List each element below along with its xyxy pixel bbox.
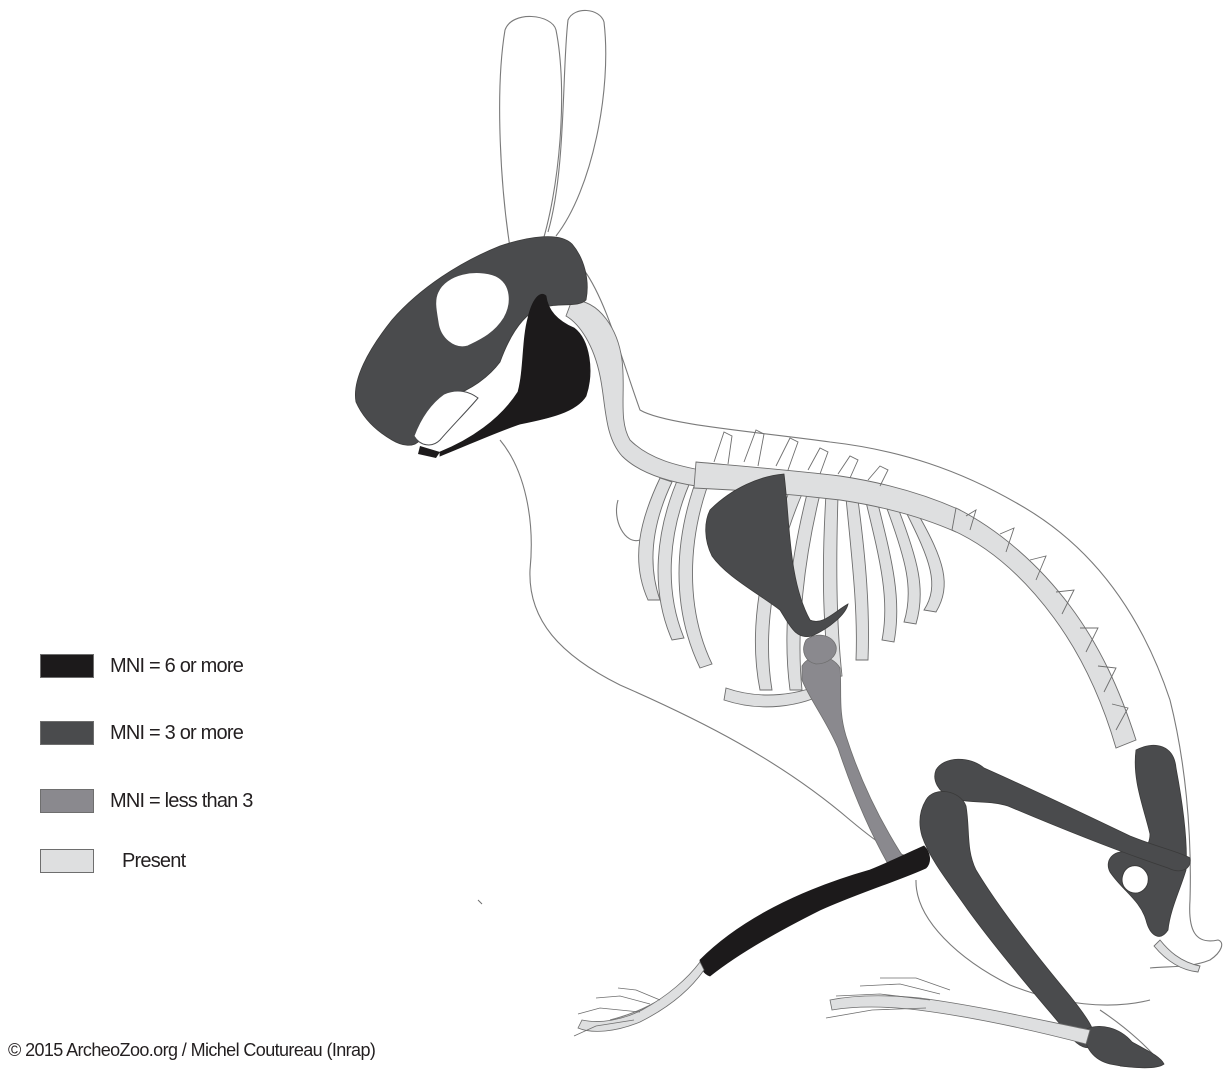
metacarpal [700, 846, 930, 976]
obturator-foramen [1122, 866, 1148, 893]
radius-ulna [802, 656, 909, 873]
chest-curve [617, 500, 640, 541]
legend-swatch-mni-3-or-more [40, 721, 94, 745]
forefoot [574, 962, 704, 1036]
calcaneus [1084, 1026, 1164, 1067]
legend-item-mni-3-or-more: MNI = 3 or more [40, 720, 243, 746]
legend-swatch-mni-less-than-3 [40, 789, 94, 813]
incisor [418, 446, 440, 458]
legend-swatch-present [40, 849, 94, 873]
legend-item-mni-6-or-more: MNI = 6 or more [40, 653, 243, 679]
copyright-credit: © 2015 ArcheoZoo.org / Michel Coutureau … [8, 1040, 375, 1061]
legend-label-mni-3-or-more: MNI = 3 or more [110, 722, 243, 745]
ear-back [500, 16, 562, 260]
legend-item-mni-less-than-3: MNI = less than 3 [40, 788, 253, 814]
legend-swatch-mni-6-or-more [40, 654, 94, 678]
rib [846, 498, 869, 660]
legend-label-present: Present [122, 850, 185, 873]
forefoot-bones [578, 962, 704, 1031]
legend-item-present: Present [40, 848, 185, 874]
stray-mark [478, 900, 482, 904]
legend-label-mni-less-than-3: MNI = less than 3 [110, 790, 253, 813]
lumbar-vertebrae [952, 508, 1136, 748]
ear-front [548, 10, 606, 236]
legend-label-mni-6-or-more: MNI = 6 or more [110, 655, 243, 678]
